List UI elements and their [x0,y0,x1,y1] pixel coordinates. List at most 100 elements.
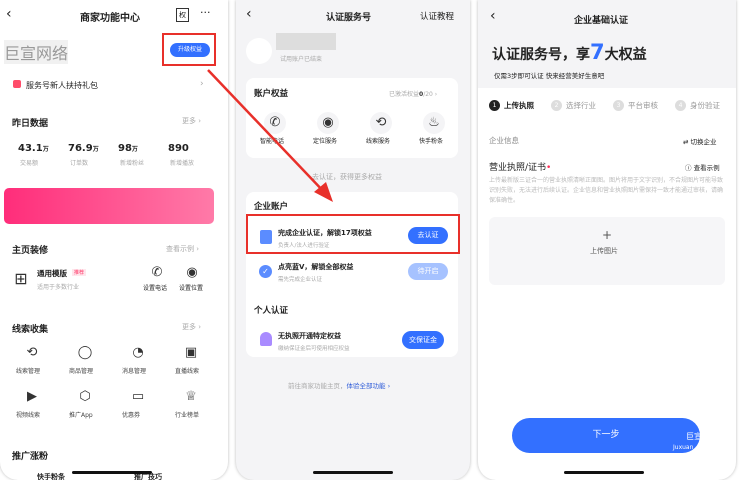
lead-tool-label[interactable]: 视频线索 [16,412,41,419]
go-certify-button[interactable]: 去认证 [408,227,448,244]
lead-tool-icon[interactable]: ♕ [185,389,197,404]
lead-tool-icon[interactable]: ⬡ [79,389,91,404]
page-title: 商家功能中心 [80,13,140,24]
chevron-right-icon: › [200,79,204,89]
more-link[interactable]: 更多 › [182,117,202,125]
lead-tool-label[interactable]: 消息管理 [122,368,147,375]
switch-company-link[interactable]: ⇄ 切换企业 [683,138,717,146]
tutorial-link[interactable]: 认证教程 [420,12,455,22]
upload-image-label: 上传图片 [590,247,618,255]
right-icon[interactable]: ◉ [317,112,339,134]
step-label: 平台审核 [628,101,658,110]
template-subtitle: 适用于多数行业 [37,284,80,291]
step-label: 上传执照 [504,101,534,110]
more-icon[interactable]: ··· [200,6,211,19]
view-example-link[interactable]: 查看示例 › [166,245,200,253]
promotion-title: 推广涨粉 [12,452,49,462]
step-number: 4 [675,100,686,111]
stat-label: 新增播放 [170,160,195,167]
lead-tool-label[interactable]: 商品管理 [69,368,94,375]
company-info-label: 企业信息 [489,136,519,145]
phone-icon[interactable]: ✆ [151,265,163,280]
hero-subtitle: 仅需3步即可认证 快来经营美好生意吧 [494,72,605,80]
activated-rights-link[interactable]: 已激活权益0/20 › [389,91,438,98]
lead-tool-label[interactable]: 优惠券 [122,412,141,419]
right-label[interactable]: 线索服务 [366,138,391,145]
enterprise-cert-screen: ‹ 企业基础认证 认证服务号，享7大权益 仅需3步即可认证 快来经营美好生意吧 … [478,0,736,480]
right-label[interactable]: 快手粉条 [419,138,444,145]
more-link-leads[interactable]: 更多 › [182,323,202,331]
merchant-center-screen: ‹ 商家功能中心 权 ··· 巨宣网络 升级权益 服务号新人扶持礼包 › 昨日数… [0,0,228,480]
set-phone-label[interactable]: 设置电话 [143,285,168,292]
right-icon[interactable]: ⟲ [370,112,392,134]
header-bg [478,0,736,88]
license-label: 营业执照/证书• [489,163,552,173]
company-name: 巨宣网络 [4,40,69,64]
gift-icon [13,80,21,88]
account-name-blurred [276,33,336,50]
upload-image-area[interactable] [489,217,725,285]
certify-hint: 去认证，获得更多权益 [312,173,382,181]
lead-tool-icon[interactable]: ⟲ [26,345,38,360]
back-icon[interactable]: ‹ [246,6,252,22]
next-step-button[interactable]: 下一步 [512,418,700,453]
template-grid-icon: ⊞ [14,269,28,288]
stat-value: 890 [168,143,189,154]
stat-value: 76.9万 [68,143,99,154]
location-icon[interactable]: ◉ [186,265,198,280]
stat-label: 订单数 [70,160,89,167]
right-icon[interactable]: ✆ [264,112,286,134]
promo-banner[interactable] [4,188,214,224]
license-description: 上传最新版三证合一的营业执照清晰正面图。图片将用于文字识别，不合规图片可能导致识… [489,177,724,204]
upgrade-button[interactable]: 升级权益 [170,43,210,57]
stat-label: 交易额 [20,160,39,167]
enterprise-icon [260,230,272,244]
lead-tool-label[interactable]: 直播线索 [175,368,200,375]
newbie-gift-link[interactable]: 服务号新人扶持礼包 [26,81,98,90]
right-label[interactable]: 定位服务 [313,138,338,145]
certify-service-screen: ‹ 认证服务号 认证教程 试用账户已结束 账户权益 已激活权益0/20 › ✆ … [236,0,470,480]
view-sample-link[interactable]: ⓘ 查看示例 [685,164,720,172]
set-location-label[interactable]: 设置位置 [179,285,204,292]
lead-tool-icon[interactable]: ◯ [77,345,93,360]
step-label: 身份验证 [690,101,720,110]
step-label: 选择行业 [566,101,596,110]
lead-tool-label[interactable]: 推广App [69,412,93,419]
back-icon[interactable]: ‹ [6,6,12,22]
enterprise-account-title: 企业账户 [254,202,289,212]
lead-tool-label[interactable]: 行业榜单 [175,412,200,419]
homepage-decoration-title: 主页装修 [12,246,49,256]
pay-deposit-button[interactable]: 交保证金 [402,331,444,349]
stat-value: 98万 [118,143,138,154]
step-number: 3 [613,100,624,111]
promo-item[interactable]: 推广技巧 [134,473,162,480]
enterprise-cert-title: 完成企业认证，解锁17项权益 [278,229,372,237]
home-indicator [72,471,152,474]
no-license-title: 无执照开通特定权益 [278,332,341,340]
page-title: 企业基础认证 [574,16,629,26]
watermark: 巨宣 [686,432,702,441]
plus-icon: + [602,228,613,242]
right-label[interactable]: 智能电话 [260,138,285,145]
promo-item[interactable]: 快手粉条 [37,473,65,480]
lead-tool-label[interactable]: 线索管理 [16,368,41,375]
lead-tool-icon[interactable]: ▭ [131,389,145,404]
blue-v-check-icon: ✓ [259,265,272,278]
rights-badge-icon[interactable]: 权 [176,8,189,22]
enterprise-cert-subtitle: 负责人/法人进行验证 [278,243,330,249]
account-rights-title: 账户权益 [254,89,289,99]
pending-button: 待开启 [408,263,448,280]
lead-tool-icon[interactable]: ▶ [27,389,37,404]
template-name[interactable]: 通用模版 [37,269,67,278]
hero-title: 认证服务号，享7大权益 [492,40,647,64]
step-number: 1 [489,100,500,111]
lead-tool-icon[interactable]: ▣ [184,345,198,360]
trial-status: 试用账户已结束 [280,56,323,63]
lead-tool-icon[interactable]: ◔ [132,345,144,360]
footer-link[interactable]: 前往商家功能主页，体验全部功能 › [288,382,391,390]
back-icon[interactable]: ‹ [490,8,496,24]
right-icon[interactable]: ♨ [423,112,445,134]
home-indicator [564,471,644,474]
personal-cert-title: 个人认证 [254,306,289,316]
